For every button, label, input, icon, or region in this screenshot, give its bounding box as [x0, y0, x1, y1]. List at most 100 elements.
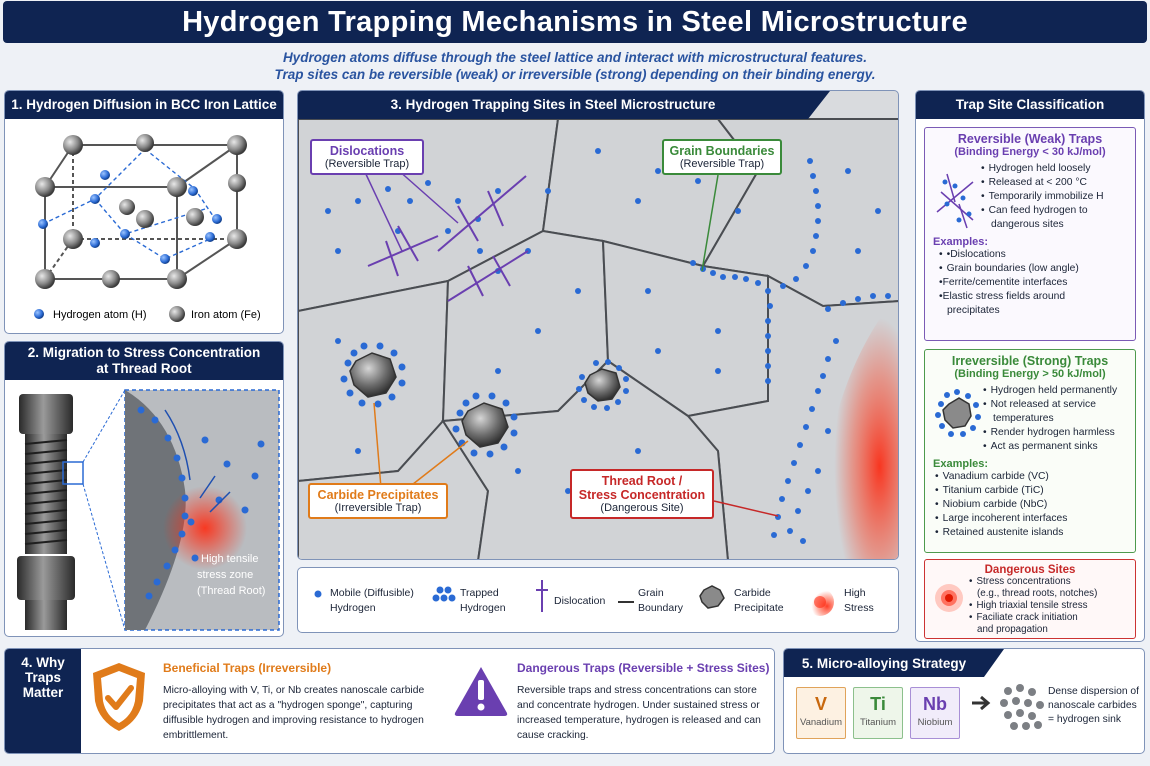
- dislocations-label: Dislocations (Reversible Trap): [310, 139, 424, 175]
- trap-classification-panel: Trap Site Classification Reversible (Wea…: [915, 90, 1145, 642]
- page-title: Hydrogen Trapping Mechanisms in Steel Mi…: [182, 5, 968, 38]
- stress-zone-label-2: stress zone: [197, 569, 253, 581]
- stress-zone-label-1: High tensile: [201, 553, 258, 565]
- reversible-example: •Elastic stress fields around: [939, 291, 1066, 302]
- carbide-precipitates-label: Carbide Precipitates (Irreversible Trap): [308, 483, 448, 519]
- legend-iron-icon: [169, 306, 185, 322]
- dangerous-traps-text: Reversible traps and stress concentratio…: [517, 685, 761, 741]
- classification-title: Trap Site Classification: [916, 91, 1144, 119]
- legend-symbols: [314, 580, 834, 616]
- carbide-trap-icon: [935, 389, 981, 437]
- arrow-right-icon: [972, 695, 991, 711]
- warning-icon: [454, 667, 508, 716]
- dangerous-point: and propagation: [977, 624, 1048, 635]
- irreversible-example: Vanadium carbide (VC): [935, 470, 1127, 484]
- carbide-dispersion-icon: [1000, 684, 1044, 730]
- trapped-hydrogen-icon: [432, 586, 456, 602]
- dangerous-sites-box: Dangerous Sites Stress concentrations (e…: [924, 559, 1136, 639]
- carbide-precipitate-2: [452, 392, 518, 458]
- irreversible-point: Act as permanent sinks: [983, 440, 1117, 454]
- irreversible-traps-box: Irreversible (Strong) Traps (Binding Ene…: [924, 349, 1136, 553]
- irreversible-example: Titanium carbide (TiC): [935, 484, 1127, 498]
- irreversible-point: Hydrogen held permanently: [983, 384, 1118, 398]
- irreversible-title: Irreversible (Strong) Traps: [951, 354, 1109, 368]
- dangerous-point: Stress concentrations: [969, 576, 1097, 588]
- reversible-examples-label: Examples:: [933, 236, 989, 248]
- legend-hydrogen-icon: [34, 309, 44, 319]
- carbide-precipitate-1: [340, 342, 406, 408]
- irreversible-point: Not released at service: [983, 398, 1117, 412]
- bolt-thread-diagram: High tensile stress zone (Thread Root): [17, 389, 280, 631]
- reversible-example: precipitates: [947, 305, 1000, 316]
- panel-trapping-sites: 3. Hydrogen Trapping Sites in Steel Micr…: [297, 90, 899, 560]
- reversible-example: Grain boundaries (low angle): [939, 262, 1127, 276]
- irreversible-example: Large incoherent interfaces: [935, 512, 1127, 526]
- dangerous-traps-title: Dangerous Traps (Reversible + Stress Sit…: [517, 661, 770, 675]
- stress-glow-icon: [935, 584, 963, 612]
- legend-hydrogen-label: Hydrogen atom (H): [53, 309, 147, 321]
- grain-boundaries-name: Grain Boundaries: [669, 144, 775, 158]
- stress-zone-label-3: (Thread Root): [197, 585, 265, 597]
- bolt-head-icon: [19, 394, 73, 434]
- carbide-precipitates-type: (Irreversible Trap): [334, 502, 422, 514]
- beneficial-traps-title: Beneficial Traps (Irreversible): [163, 661, 332, 675]
- reversible-point: Released at < 200 °C: [981, 176, 1104, 190]
- mobile-hydrogen-icon: [314, 590, 322, 598]
- panel-3-title: 3. Hydrogen Trapping Sites in Steel Micr…: [298, 91, 808, 119]
- beneficial-traps-text: Micro-alloying with V, Ti, or Nb creates…: [163, 685, 425, 741]
- page-header: Hydrogen Trapping Mechanisms in Steel Mi…: [3, 1, 1147, 43]
- legend-dislocation-label: Dislocation: [554, 595, 606, 607]
- irreversible-example: Niobium carbide (NbC): [935, 498, 1127, 512]
- dangerous-point: Faciliate crack initiation: [969, 612, 1097, 624]
- panel-1-title: 1. Hydrogen Diffusion in BCC Iron Lattic…: [5, 91, 283, 119]
- dislocations-name: Dislocations: [329, 144, 405, 158]
- irreversible-examples-label: Examples:: [933, 458, 989, 470]
- bcc-lattice-diagram: Hydrogen atom (H) Iron atom (Fe): [34, 134, 261, 322]
- irreversible-point: temperatures: [993, 413, 1054, 424]
- reversible-example: •Dislocations: [939, 248, 1127, 262]
- subtitle-line-1: Hydrogen atoms diffuse through the steel…: [282, 50, 868, 65]
- reversible-point: dangerous sites: [991, 219, 1064, 230]
- dislocations-type: (Reversible Trap): [324, 158, 410, 170]
- panel-2-title-line-1: 2. Migration to Stress Concentration: [27, 345, 261, 360]
- subtitle-line-2: Trap sites can be reversible (weak) or i…: [274, 67, 876, 82]
- dangerous-title: Dangerous Sites: [984, 564, 1076, 576]
- page-subtitle: Hydrogen atoms diffuse through the steel…: [0, 49, 1150, 83]
- irreversible-energy: (Binding Energy > 50 kJ/mol): [954, 368, 1106, 380]
- shield-check-icon: [93, 663, 145, 731]
- thread-root-type: (Dangerous Site): [600, 502, 684, 514]
- bolt-nut-icon: [17, 556, 75, 600]
- reversible-example: •Ferrite/cementite interfaces: [939, 277, 1068, 288]
- panel-bcc-lattice: 1. Hydrogen Diffusion in BCC Iron Lattic…: [4, 90, 284, 334]
- zoom-box: [62, 461, 84, 485]
- dangerous-point: High triaxial tensile stress: [969, 600, 1097, 612]
- irreversible-example: Retained austenite islands: [935, 526, 1127, 540]
- dislocation-cluster-icon: [936, 173, 974, 229]
- reversible-point: Can feed hydrogen to: [981, 204, 1104, 218]
- legend-iron-label: Iron atom (Fe): [191, 309, 261, 321]
- panel-5-title: 5. Micro-alloying Strategy: [784, 649, 984, 677]
- thread-root-label: Thread Root / Stress Concentration (Dang…: [570, 469, 714, 519]
- microstructure-diagram: [298, 118, 898, 559]
- carbide-precipitates-name: Carbide Precipitates: [317, 488, 439, 502]
- stress-field: [818, 293, 898, 559]
- grain-boundaries-label: Grain Boundaries (Reversible Trap): [662, 139, 782, 175]
- dislocation-icon: [536, 580, 548, 612]
- reversible-point: Temporarily immobilize H: [981, 190, 1104, 204]
- carbide-precipitate-3: [576, 359, 629, 411]
- reversible-energy: (Binding Energy < 30 kJ/mol): [954, 146, 1106, 158]
- reversible-title: Reversible (Weak) Traps: [957, 132, 1103, 146]
